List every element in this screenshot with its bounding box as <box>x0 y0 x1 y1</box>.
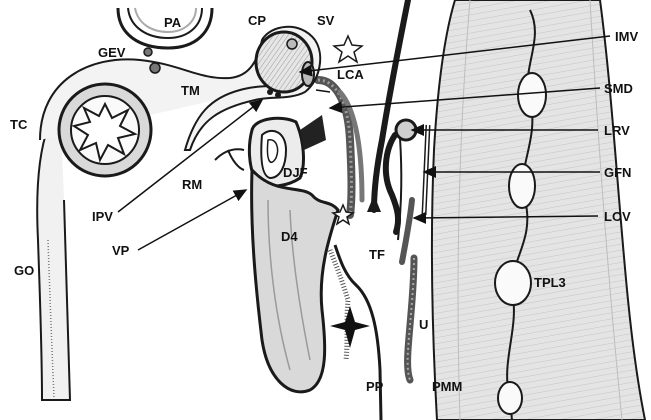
label-rm: RM <box>182 178 202 191</box>
label-gev: GEV <box>98 46 125 59</box>
label-sv: SV <box>317 14 334 27</box>
label-gfn: GFN <box>604 166 631 179</box>
label-pp: PP <box>366 380 383 393</box>
fourth-duodenum <box>252 170 338 392</box>
vp-arrow <box>138 190 246 250</box>
gastroepiploic-vessel-2 <box>150 63 160 73</box>
splenic-vein <box>302 62 314 86</box>
label-u: U <box>419 318 428 331</box>
lymph-node-2 <box>509 164 535 208</box>
label-pa: PA <box>164 16 181 29</box>
label-cp: CP <box>248 14 266 27</box>
lymph-node-1 <box>518 73 546 117</box>
filled-star-marker <box>330 306 370 348</box>
label-lca: LCA <box>337 68 364 81</box>
lca-pointer <box>316 90 330 92</box>
label-lov: LOV <box>604 210 631 223</box>
label-tpl3: TPL3 <box>534 276 566 289</box>
label-tm: TM <box>181 84 200 97</box>
label-pmm: PMM <box>432 380 462 393</box>
label-go: GO <box>14 264 34 277</box>
mesenteric-root-shadow <box>330 250 348 360</box>
label-smd: SMD <box>604 82 633 95</box>
label-tc: TC <box>10 118 27 131</box>
left-renal-vein <box>386 135 398 232</box>
left-ovarian-vein <box>402 200 412 262</box>
label-djf: DJF <box>283 166 308 179</box>
lymph-node-3 <box>495 261 531 305</box>
label-lrv: LRV <box>604 124 630 137</box>
label-ipv: IPV <box>92 210 113 223</box>
inferior-pancreatic-vein <box>228 150 244 170</box>
label-d4: D4 <box>281 230 298 243</box>
gastroepiploic-vessel-1 <box>144 48 152 56</box>
ligament-of-treitz <box>300 115 326 150</box>
label-vp: VP <box>112 244 129 257</box>
lymph-node-4 <box>498 382 522 414</box>
open-star-marker <box>334 36 362 62</box>
label-tf: TF <box>369 248 385 261</box>
label-imv: IMV <box>615 30 638 43</box>
